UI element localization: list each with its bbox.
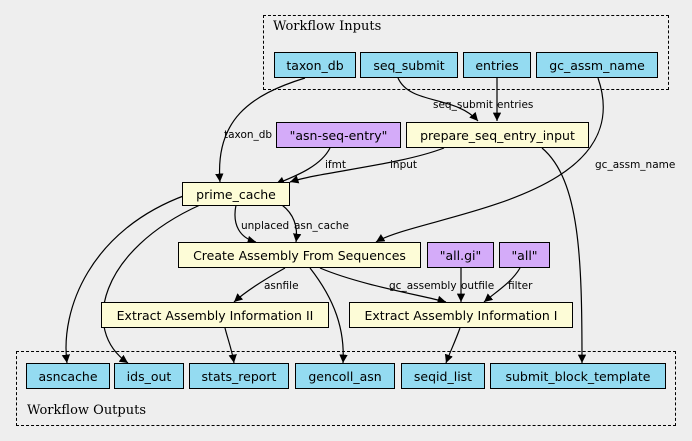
node-prepare-seq-entry-input[interactable]: prepare_seq_entry_input — [406, 122, 589, 148]
edge-extract-i-seqid-list — [444, 327, 461, 364]
node-asncache[interactable]: asncache — [26, 363, 110, 389]
edge-label-gc-assm-name: gc_assm_name — [595, 159, 675, 171]
edge-extract-ii-stats-report — [224, 327, 237, 364]
edge-prime-cache-ids-out — [102, 204, 201, 364]
edge-create-extract-ii — [233, 267, 286, 303]
node-submit-block-template[interactable]: submit_block_template — [490, 363, 666, 389]
node-create-assembly[interactable]: Create Assembly From Sequences — [178, 242, 421, 268]
node-seq-submit[interactable]: seq_submit — [360, 52, 458, 78]
node-extract-i[interactable]: Extract Assembly Information I — [349, 302, 573, 328]
edge-prime-cache-asncache — [61, 194, 187, 364]
node-ids-out[interactable]: ids_out — [114, 363, 184, 389]
edge-label-taxon-db: taxon_db — [224, 129, 272, 141]
edge-label-gc-assembly: gc_assembly — [389, 280, 457, 292]
edge-all-extract-i — [483, 267, 521, 303]
edge-prepare-submit-block — [541, 147, 587, 364]
node-extract-ii[interactable]: Extract Assembly Information II — [101, 302, 329, 328]
edge-label-seq-submit: seq_submit — [433, 99, 493, 111]
edge-label-asnfile: asnfile — [264, 280, 299, 292]
node-seqid-list[interactable]: seqid_list — [401, 363, 485, 389]
edge-gc-assm-name-create — [375, 77, 604, 243]
workflow-inputs-label: Workflow Inputs — [273, 19, 382, 34]
workflow-inputs-cluster — [263, 15, 669, 90]
edge-prepare-prime-cache — [289, 147, 445, 184]
node-stats-report[interactable]: stats_report — [189, 363, 289, 389]
edge-label-ifmt: ifmt — [325, 159, 346, 171]
node-gc-assm-name[interactable]: gc_assm_name — [536, 52, 658, 78]
edge-prime-cache-create-asn-cache — [281, 204, 302, 243]
node-entries[interactable]: entries — [463, 52, 531, 78]
edge-label-unplaced: unplaced — [241, 220, 289, 232]
edge-prime-cache-create-unplaced — [234, 204, 257, 245]
edge-label-entries: entries — [497, 99, 533, 111]
node-asn-seq-entry[interactable]: "asn-seq-entry" — [276, 122, 401, 148]
edge-label-filter: filter — [508, 280, 533, 292]
node-taxon-db[interactable]: taxon_db — [274, 52, 356, 78]
edge-label-asn-cache: asn_cache — [294, 220, 349, 232]
edge-label-input: input — [390, 159, 417, 171]
edge-taxon-db-prime-cache — [215, 77, 306, 183]
workflow-outputs-label: Workflow Outputs — [27, 403, 146, 418]
node-prime-cache[interactable]: prime_cache — [182, 182, 290, 206]
node-gencoll-asn[interactable]: gencoll_asn — [295, 363, 395, 389]
edge-label-outfile: outfile — [461, 280, 494, 292]
node-all-gi[interactable]: "all.gi" — [427, 242, 494, 268]
node-all[interactable]: "all" — [499, 242, 550, 268]
workflow-outputs-cluster — [16, 351, 676, 426]
edge-create-extract-i — [319, 267, 447, 304]
edge-create-gencoll-asn — [309, 267, 348, 364]
edge-seq-submit-prepare — [397, 77, 479, 122]
